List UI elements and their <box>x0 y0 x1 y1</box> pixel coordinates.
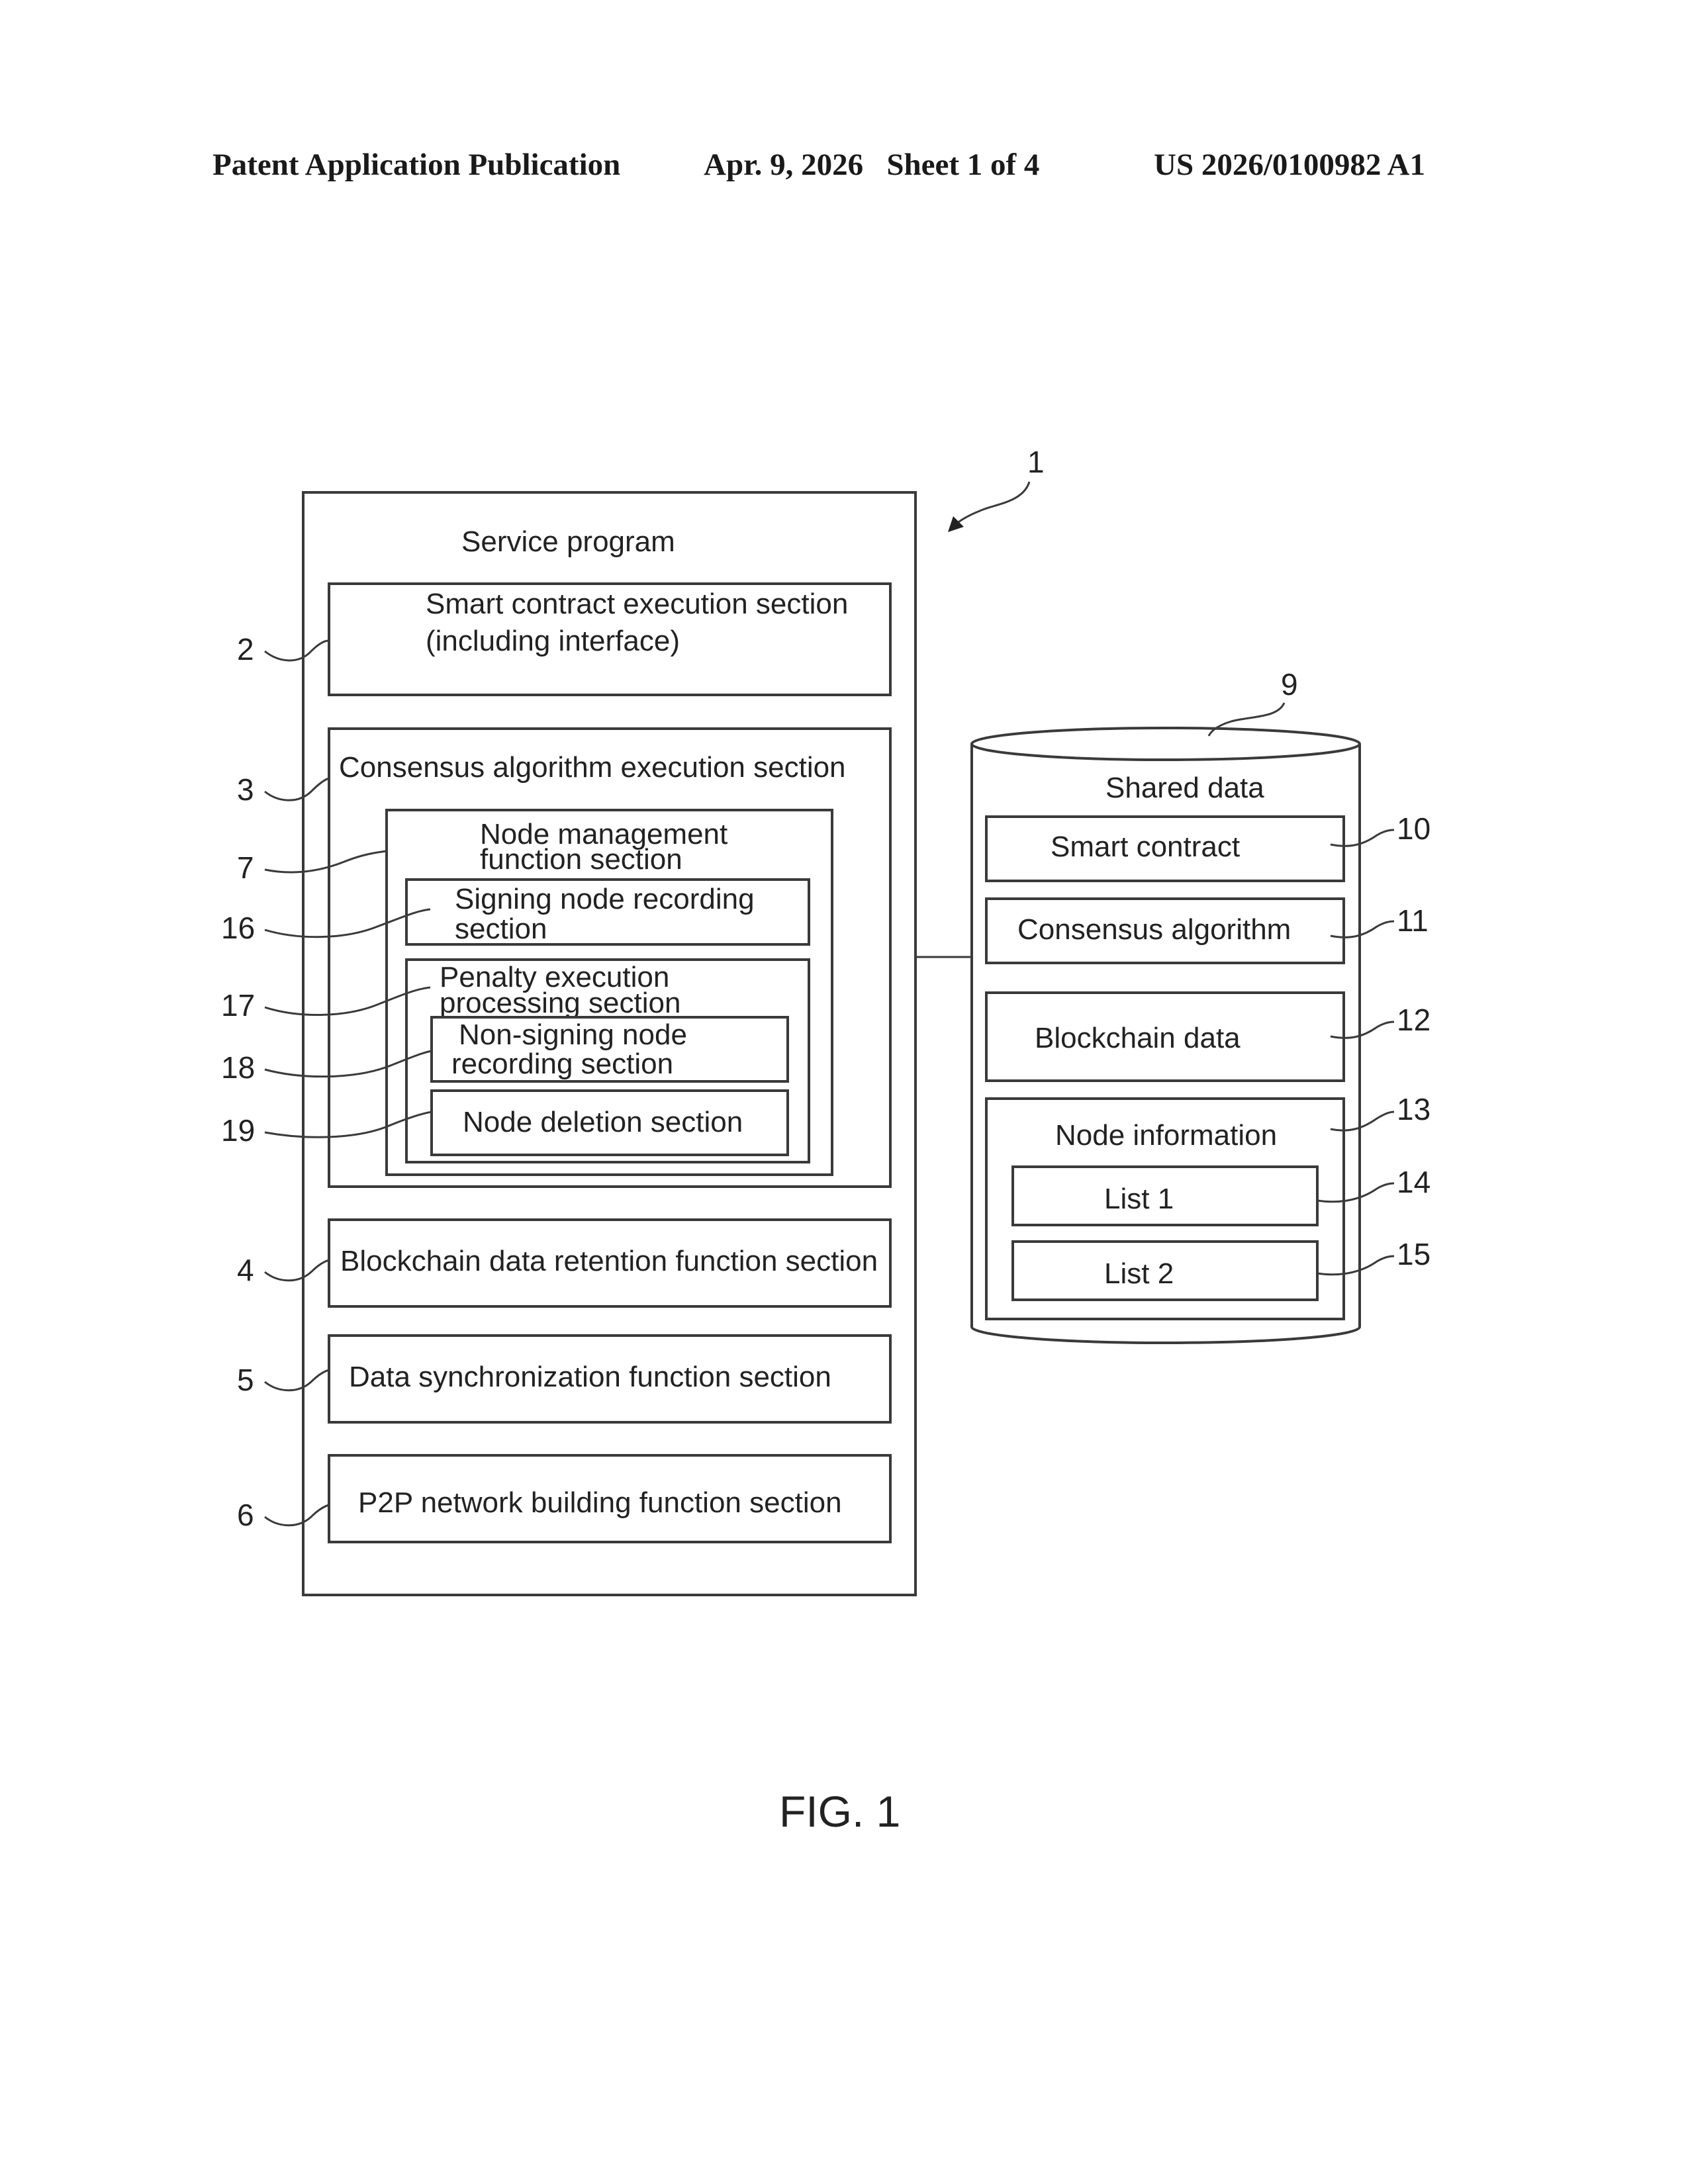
ref-10-leader <box>1331 830 1394 846</box>
ref-1-arrow-line <box>953 482 1029 526</box>
ref-19: 19 <box>221 1113 255 1148</box>
ref-6-leader <box>265 1505 329 1525</box>
shared-data-cylinder-top <box>972 728 1360 760</box>
ref-9: 9 <box>1281 667 1298 702</box>
smart-contract-execution-line1: Smart contract execution section <box>426 588 848 620</box>
consensus-execution-label: Consensus algorithm execution section <box>339 751 846 784</box>
ref-1: 1 <box>1027 445 1045 479</box>
ref-3-leader <box>265 778 329 800</box>
blockchain-retention-label: Blockchain data retention function secti… <box>340 1245 878 1277</box>
non-signing-line1: Non-signing node <box>459 1019 687 1051</box>
node-deletion-label: Node deletion section <box>463 1106 743 1138</box>
ref-14-leader <box>1317 1183 1394 1202</box>
penalty-line2: processing section <box>440 987 680 1019</box>
ref-7-leader <box>265 851 387 872</box>
ref-6: 6 <box>237 1498 254 1532</box>
signing-node-line2: section <box>455 913 547 945</box>
data-sync-label: Data synchronization function section <box>349 1361 831 1393</box>
list-2-label: List 2 <box>1104 1257 1174 1290</box>
ref-7: 7 <box>237 850 254 885</box>
ref-2: 2 <box>237 632 254 666</box>
signing-node-line1: Signing node recording <box>455 883 755 915</box>
ref-4: 4 <box>237 1253 254 1287</box>
ref-4-leader <box>265 1260 329 1281</box>
ref-12-leader <box>1331 1022 1394 1038</box>
ref-1-arrowhead <box>948 516 964 532</box>
ref-11-leader <box>1331 921 1394 937</box>
list-1-label: List 1 <box>1104 1183 1174 1215</box>
node-management-line2: function section <box>480 843 682 876</box>
ref-10: 10 <box>1397 811 1430 846</box>
ref-16: 16 <box>221 911 255 945</box>
ref-13-leader <box>1331 1112 1394 1130</box>
ref-18: 18 <box>221 1050 255 1085</box>
ref-2-leader <box>265 641 329 660</box>
ref-14: 14 <box>1397 1165 1430 1199</box>
p2p-label: P2P network building function section <box>358 1486 842 1519</box>
smart-contract-execution-line2: (including interface) <box>426 625 680 657</box>
ref-15: 15 <box>1397 1237 1430 1271</box>
ref-3: 3 <box>237 772 254 807</box>
ref-11: 11 <box>1397 903 1429 938</box>
node-information-label: Node information <box>1055 1119 1277 1152</box>
figure-label: FIG. 1 <box>779 1787 900 1836</box>
ref-13: 13 <box>1397 1092 1430 1126</box>
ref-15-leader <box>1317 1256 1394 1275</box>
shared-data-label: Shared data <box>1105 772 1264 804</box>
ref-17: 17 <box>221 988 255 1023</box>
service-program-label: Service program <box>461 525 675 558</box>
ref-12: 12 <box>1397 1003 1430 1037</box>
ref-5-leader <box>265 1370 329 1390</box>
smart-contract-label: Smart contract <box>1051 831 1240 863</box>
non-signing-line2: recording section <box>451 1048 673 1080</box>
ref-5: 5 <box>237 1363 254 1397</box>
blockchain-data-label: Blockchain data <box>1035 1022 1241 1054</box>
consensus-algorithm-label: Consensus algorithm <box>1017 913 1291 946</box>
